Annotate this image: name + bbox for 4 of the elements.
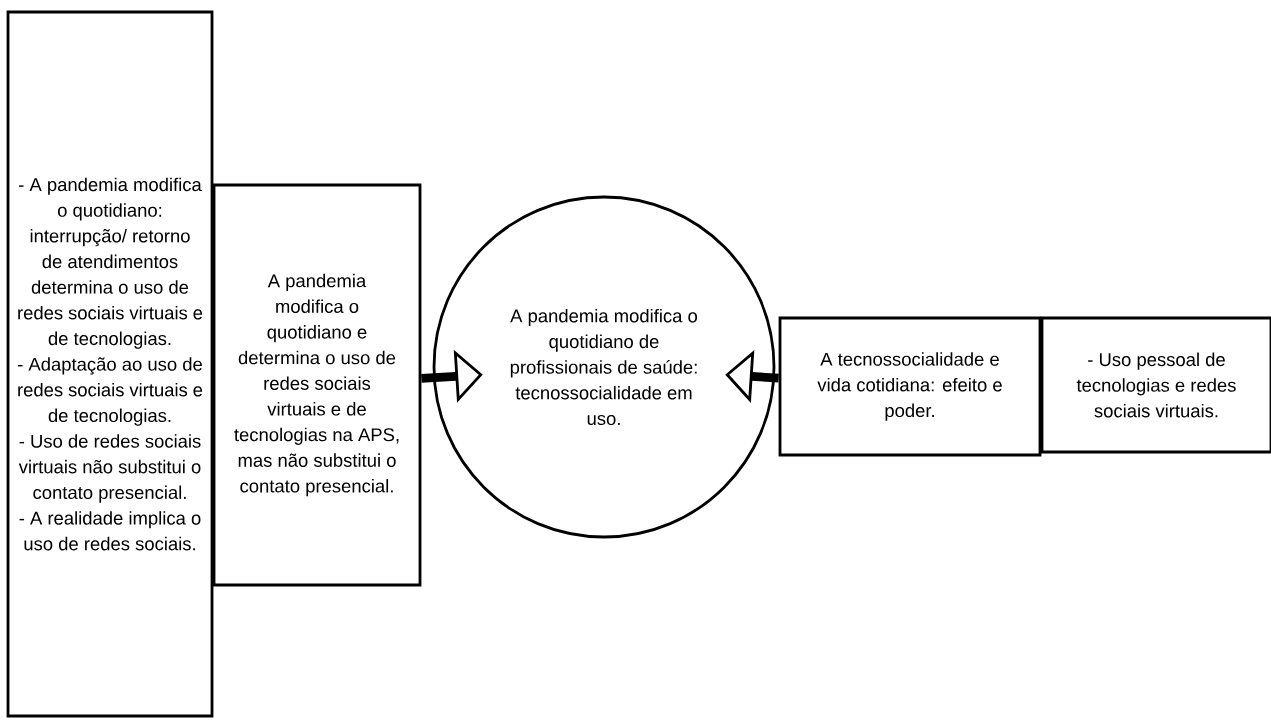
text-box: - A pandemia modifica o quotidiano: interrupção/ retorno de atendimentos determina o uso de redes sociais virtuais e de tecnologias. - Adaptação ao uso de redes sociais virtuais e de tecnologias. - Uso de redes sociais virtuais não substitui o contato presencial. - A realidade implica o uso de redes sociais.: [6, 10, 214, 718]
text-box: - Uso pessoal de tecnologias e redes sociais virtuais.: [1040, 316, 1271, 454]
text-box: A tecnossocialidade e vida cotidiana: efeito e poder.: [778, 316, 1042, 457]
text-box: A pandemia modifica o quotidiano e determina o uso de redes sociais virtuais e de tecnologias na APS, mas não substitui o contato presencial.: [212, 183, 422, 587]
